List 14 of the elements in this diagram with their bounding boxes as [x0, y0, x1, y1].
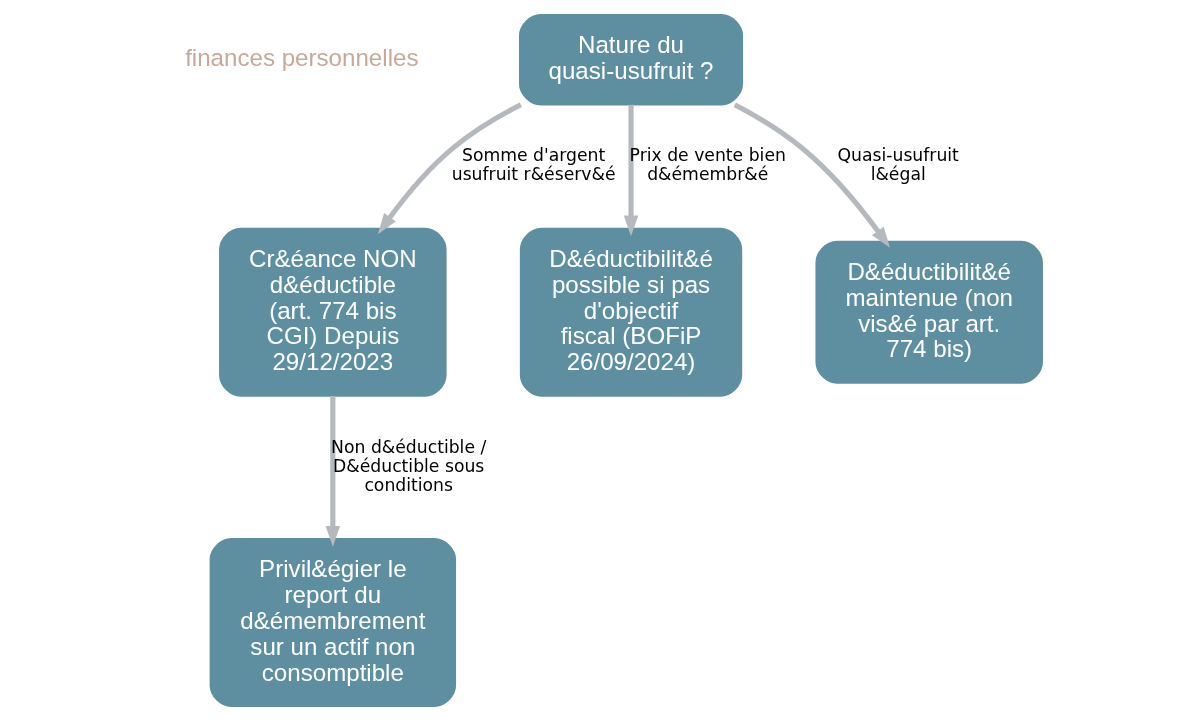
arrow — [623, 104, 639, 237]
arrow — [325, 396, 341, 547]
arrow — [733, 102, 890, 248]
edge-label: Somme d'argent usufruit r&éserv&é — [451, 145, 616, 185]
node-box: Nature du quasi-usufruit ? — [519, 14, 744, 106]
node-box: Cr&éance NON d&éductible (art. 774 bis CGI) Depuis 29/12/2023 — [219, 227, 447, 397]
node-box: D&éductibilit&é possible si pas d'objectif fiscal (BOFiP 26/09/2024) — [519, 227, 743, 397]
edge-label: Non d&éductible / D&éductible sous conditions — [331, 436, 487, 495]
node-box: D&éductibilit&é maintenue (non vis&é par art. 774 bis) — [815, 240, 1043, 384]
edge-label: Quasi-usufruit l&égal — [837, 145, 959, 185]
node-box: Privil&égier le report du d&émembrement sur un actif non consomptible — [209, 538, 457, 707]
label: finances personnelles — [185, 44, 419, 72]
edge-label: Prix de vente bien d&émembr&é — [629, 145, 786, 185]
arrow — [377, 102, 523, 235]
